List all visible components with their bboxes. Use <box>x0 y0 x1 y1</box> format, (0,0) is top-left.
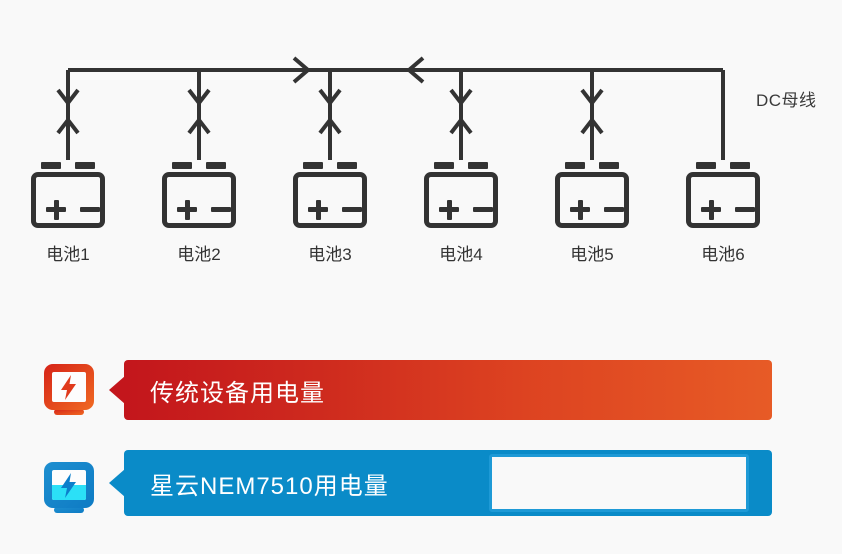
chart-row-nem7510: 星云NEM7510用电量 <box>0 437 842 517</box>
plus-icon-bar <box>577 199 583 220</box>
bar-label-nem7510: 星云NEM7510用电量 <box>150 472 389 500</box>
circuit-wiring <box>56 56 725 160</box>
battery-label-4: 电池4 <box>439 245 483 264</box>
battery-terminal-positive <box>434 162 454 169</box>
battery-terminal-negative <box>337 162 357 169</box>
battery-label-6: 电池6 <box>701 245 745 264</box>
plus-icon-bar <box>53 199 59 220</box>
battery-label-3: 电池3 <box>308 245 352 264</box>
battery-label-5: 电池5 <box>570 245 614 264</box>
minus-icon <box>211 207 231 212</box>
battery-body <box>555 172 629 228</box>
battery-terminal-positive <box>303 162 323 169</box>
battery-body <box>686 172 760 228</box>
minus-icon <box>80 207 100 212</box>
battery-terminal-negative <box>75 162 95 169</box>
plus-icon-bar <box>446 199 452 220</box>
bar-pointer-notch <box>109 376 125 404</box>
branch-up-arrowheads <box>56 116 604 135</box>
battery-unit-4: 电池4 <box>409 158 513 265</box>
battery-label-1: 电池1 <box>46 245 90 264</box>
battery-terminal-positive <box>565 162 585 169</box>
battery-icon-4 <box>424 158 498 230</box>
dc-bus-circuit-diagram: DC母线 电池1 <box>16 56 817 265</box>
battery-terminal-negative <box>599 162 619 169</box>
energy-consumption-comparison-chart: 传统设备用电量 <box>0 330 842 554</box>
battery-icon-2 <box>162 158 236 230</box>
battery-unit-6: 电池6 <box>671 158 775 265</box>
battery-icon-5 <box>555 158 629 230</box>
battery-terminal-positive <box>696 162 716 169</box>
bar-label-traditional: 传统设备用电量 <box>150 379 325 407</box>
minus-icon <box>342 207 362 212</box>
bar-saved-energy-outline <box>489 454 749 512</box>
plus-icon-bar <box>708 199 714 220</box>
lightning-bolt-icon <box>61 375 76 400</box>
branch-down-arrowheads <box>56 88 604 107</box>
battery-body <box>162 172 236 228</box>
battery-body <box>293 172 367 228</box>
lightning-bolt-icon <box>61 473 76 498</box>
battery-terminal-negative <box>206 162 226 169</box>
battery-terminal-positive <box>41 162 61 169</box>
battery-terminal-negative <box>730 162 750 169</box>
battery-unit-1: 电池1 <box>16 158 120 265</box>
battery-icon-6 <box>686 158 760 230</box>
branch-lines <box>66 70 725 160</box>
chart-row-traditional: 传统设备用电量 <box>0 342 842 420</box>
dc-bus-label: DC母线 <box>756 91 817 110</box>
minus-icon <box>604 207 624 212</box>
battery-label-2: 电池2 <box>177 245 221 264</box>
battery-icon-1 <box>31 158 105 230</box>
power-meter-icon-red <box>44 364 94 415</box>
plus-icon-bar <box>315 199 321 220</box>
bus-flow-arrowheads <box>292 56 425 84</box>
battery-unit-2: 电池2 <box>147 158 251 265</box>
minus-icon <box>735 207 755 212</box>
battery-unit-3: 电池3 <box>278 158 382 265</box>
power-meter-icon-blue <box>44 462 94 513</box>
plus-icon-bar <box>184 199 190 220</box>
battery-terminal-negative <box>468 162 488 169</box>
battery-body <box>424 172 498 228</box>
battery-terminal-positive <box>172 162 192 169</box>
battery-icon-3 <box>293 158 367 230</box>
minus-icon <box>473 207 493 212</box>
energy-level-fill <box>52 485 86 500</box>
bar-traditional: 传统设备用电量 <box>124 360 772 420</box>
battery-body <box>31 172 105 228</box>
bar-pointer-notch <box>109 469 125 497</box>
battery-unit-5: 电池5 <box>540 158 644 265</box>
